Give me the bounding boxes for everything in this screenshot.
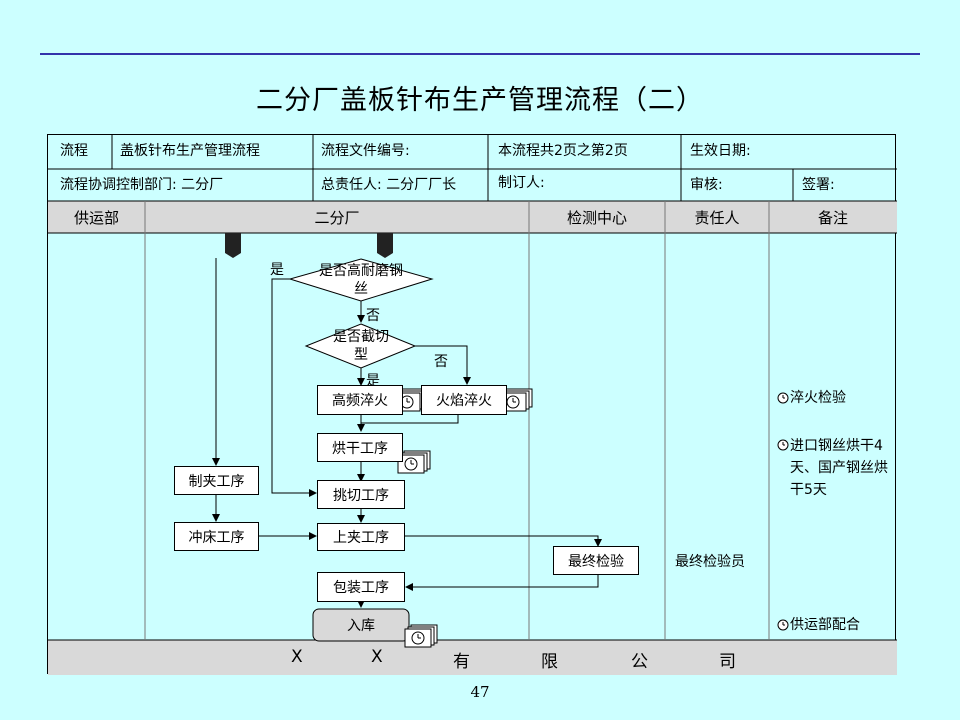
flowchart-lines bbox=[48, 135, 897, 675]
process-punching: 冲床工序 bbox=[174, 522, 259, 551]
header-effective-date: 生效日期: bbox=[690, 143, 751, 159]
footer-char: 公 bbox=[631, 652, 648, 672]
header-coord-dept: 流程协调控制部门: 二分厂 bbox=[60, 177, 224, 193]
column-head-supply: 供运部 bbox=[73, 209, 119, 227]
edge-label-d2-no: 否 bbox=[434, 354, 448, 370]
note-drying-days: 进口钢丝烘干4天、国产钢丝烘干5天 bbox=[790, 438, 888, 498]
header-process-name: 盖板针布生产管理流程 bbox=[120, 143, 260, 159]
document-clock-icon bbox=[499, 388, 533, 412]
note-quench-inspection: 淬火检验 bbox=[790, 390, 846, 406]
document-clock-icon bbox=[397, 450, 431, 474]
note-warehouse: 供运部配合 bbox=[790, 617, 860, 633]
warehouse-node-shape bbox=[312, 608, 410, 642]
header-doc-no: 流程文件编号: bbox=[321, 143, 410, 159]
column-header-band bbox=[48, 201, 897, 233]
footer-band bbox=[48, 640, 897, 675]
header-owner: 总责任人: 二分厂厂长 bbox=[321, 177, 457, 193]
flow-arrows bbox=[212, 258, 602, 608]
column-head-responsible: 责任人 bbox=[694, 209, 740, 227]
header-sign: 签署: bbox=[802, 177, 835, 193]
top-divider-line bbox=[40, 53, 920, 55]
process-warehouse: 入库 bbox=[347, 618, 375, 634]
offpage-connector-right bbox=[377, 233, 393, 258]
edge-label-d1-no: 否 bbox=[366, 308, 380, 324]
band-borders bbox=[48, 200, 897, 641]
footer-char: 有 bbox=[453, 652, 470, 672]
footer-char: X bbox=[291, 647, 303, 667]
document-clock-icon bbox=[404, 624, 438, 648]
page-number: 47 bbox=[470, 683, 490, 701]
decision-1-label: 是否高耐磨钢丝 bbox=[319, 263, 403, 297]
flowchart-frame: 流程 盖板针布生产管理流程 流程文件编号: 本流程共2页之第2页 生效日期: 流… bbox=[47, 134, 897, 675]
footer-char: 司 bbox=[719, 652, 736, 672]
page-title: 二分厂盖板针布生产管理流程（二） bbox=[256, 85, 704, 116]
process-high-frequency-quench: 高频淬火 bbox=[317, 385, 403, 415]
process-drying: 烘干工序 bbox=[317, 433, 403, 462]
header-author: 制订人: bbox=[498, 175, 545, 191]
decision-2-label: 是否截切型 bbox=[333, 329, 389, 363]
process-packing: 包装工序 bbox=[317, 572, 405, 602]
process-clip-making: 制夹工序 bbox=[174, 466, 259, 495]
header-review: 审核: bbox=[690, 177, 723, 193]
column-head-testing: 检测中心 bbox=[566, 209, 627, 227]
footer-char: X bbox=[371, 647, 383, 667]
header-label-process: 流程 bbox=[60, 143, 88, 159]
edge-label-d1-yes: 是 bbox=[270, 262, 284, 278]
offpage-connector-left bbox=[225, 233, 241, 258]
process-final-inspection: 最终检验 bbox=[553, 546, 639, 575]
footer-char: 限 bbox=[541, 652, 558, 672]
lane-dividers bbox=[144, 201, 770, 640]
column-head-notes: 备注 bbox=[817, 209, 848, 227]
process-flame-quench: 火焰淬火 bbox=[421, 385, 507, 415]
header-page-info: 本流程共2页之第2页 bbox=[498, 143, 628, 159]
clock-icon bbox=[777, 392, 789, 631]
responsible-final-inspector: 最终检验员 bbox=[675, 554, 745, 570]
column-head-factory: 二分厂 bbox=[314, 209, 360, 227]
process-upper-clip: 上夹工序 bbox=[317, 523, 405, 551]
process-pick-cut: 挑切工序 bbox=[317, 480, 405, 509]
